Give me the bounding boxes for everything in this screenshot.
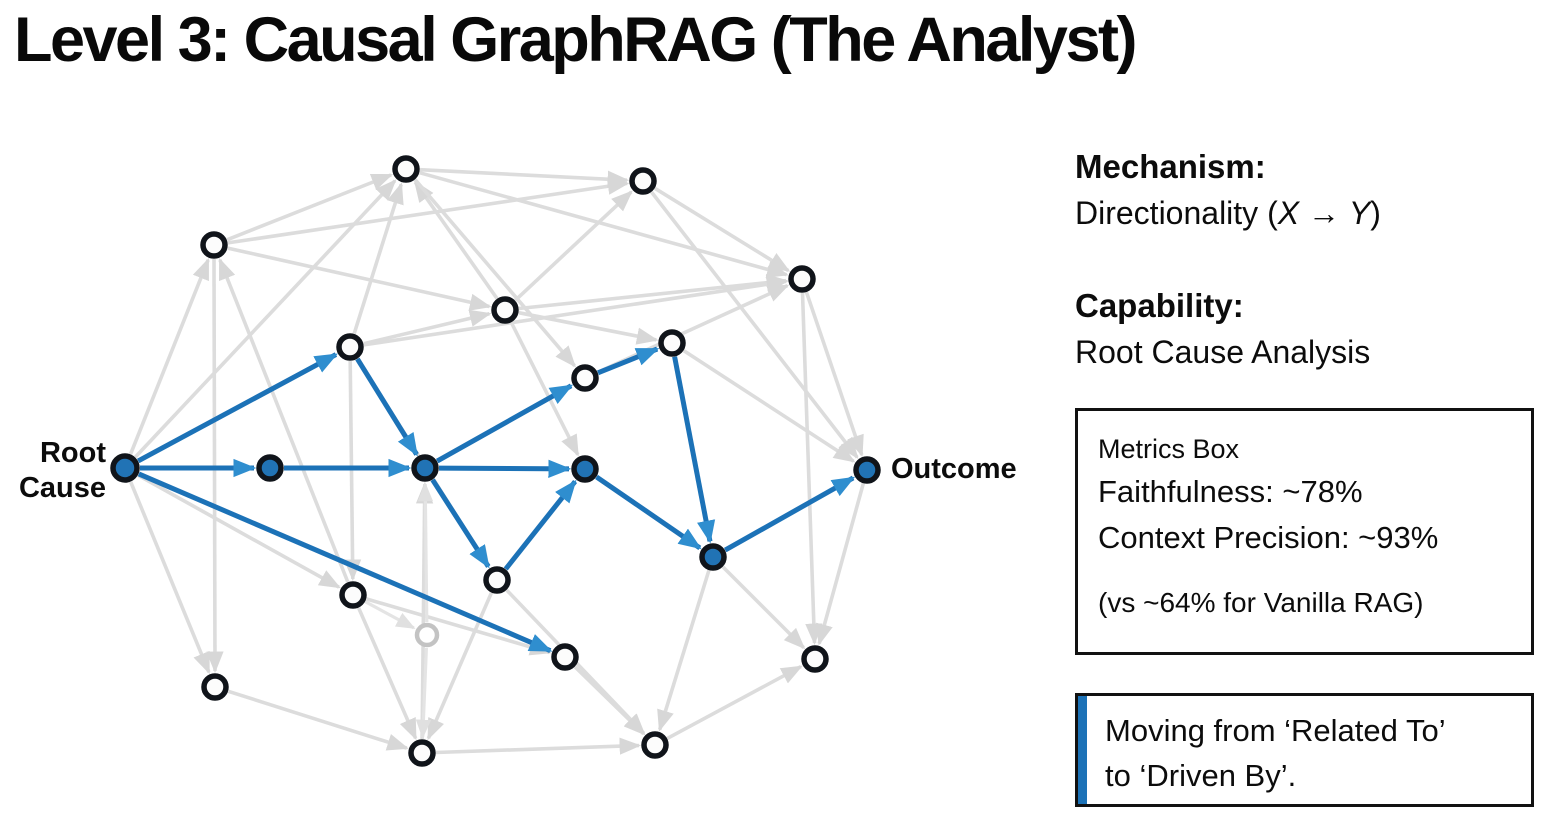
causal-path-edge — [137, 471, 553, 653]
graph-node-m — [414, 622, 440, 648]
causal-path-edge — [430, 478, 491, 569]
graph-node-f — [336, 333, 364, 361]
capability-body: Root Cause Analysis — [1075, 334, 1371, 370]
graph-edge — [413, 178, 577, 368]
graph-edge — [650, 190, 859, 460]
graph-edge — [413, 180, 499, 300]
graph-edge — [363, 309, 492, 346]
graph-edge — [435, 737, 642, 755]
graph-edge — [352, 182, 404, 335]
quote-text-line2: to ‘Driven By’. — [1105, 758, 1297, 793]
metrics-box: Metrics Box Faithfulness: ~78% Context P… — [1075, 408, 1534, 655]
graph-node-s2 — [411, 454, 439, 482]
causal-path-edge — [672, 356, 716, 544]
graph-edge — [137, 473, 341, 589]
graph-edge — [415, 647, 432, 739]
metric-context-precision: Context Precision: ~93% — [1098, 520, 1439, 555]
graph-node-c — [200, 231, 228, 259]
graph-edge — [666, 665, 803, 740]
graph-node-s3 — [571, 455, 599, 483]
graph-node-o — [641, 731, 669, 759]
mechanism-body-suffix: ) — [1370, 195, 1381, 231]
root-cause-label-line2: Cause — [18, 472, 106, 504]
metrics-box-title: Metrics Box — [1098, 434, 1240, 464]
mechanism-section: Mechanism: Directionality (X → Y) — [1075, 144, 1535, 236]
graph-node-s1 — [256, 454, 284, 482]
graph-node-s4 — [699, 543, 727, 571]
quote-text-line1: Moving from ‘Related To’ — [1105, 713, 1446, 748]
graph-edge — [426, 592, 494, 741]
graph-node-j — [339, 581, 367, 609]
graph-edge — [356, 607, 418, 741]
root-cause-label-line1: Root — [39, 437, 106, 469]
causal-path-edge — [595, 474, 702, 550]
graph-node-root — [110, 453, 140, 483]
outcome-label: Outcome — [891, 453, 1017, 485]
graph-node-g — [571, 364, 599, 392]
graph-edge — [518, 310, 659, 345]
graph-edge — [133, 179, 397, 459]
mechanism-arrow: → — [1299, 195, 1349, 231]
page-title: Level 3: Causal GraphRAG (The Analyst) — [14, 5, 1137, 75]
graph-edge — [518, 274, 789, 311]
graph-edge — [419, 170, 789, 278]
graph-edge — [657, 569, 711, 732]
causal-graph-diagram — [110, 155, 881, 767]
metrics-comparison-note: (vs ~64% for Vanilla RAG) — [1098, 587, 1424, 618]
graph-edge — [509, 321, 580, 457]
graph-node-a — [392, 155, 420, 183]
mechanism-body: Directionality (X → Y) — [1075, 190, 1535, 236]
graph-edge — [816, 483, 866, 646]
causal-path-edge — [355, 357, 419, 457]
graph-edge — [419, 167, 630, 188]
graph-edge — [682, 349, 856, 463]
graph-edge — [804, 291, 864, 457]
graph-edge — [128, 257, 210, 455]
causal-path-edge — [435, 383, 574, 464]
graph-node-d — [788, 265, 816, 293]
causal-path-edge — [438, 459, 572, 478]
graph-edge — [721, 565, 806, 650]
graph-edge — [206, 258, 224, 674]
quote-accent-bar — [1078, 696, 1087, 804]
metric-faithfulness: Faithfulness: ~78% — [1098, 474, 1363, 509]
graph-edge — [227, 177, 630, 245]
causal-path-edge — [597, 346, 660, 376]
capability-section: Capability: Root Cause Analysis — [1075, 283, 1535, 375]
root-cause-label: Root Cause — [14, 436, 106, 506]
graph-edge — [363, 275, 789, 347]
graph-edge — [364, 600, 416, 630]
mechanism-body-prefix: Directionality ( — [1075, 195, 1278, 231]
graph-edge — [227, 689, 409, 751]
graph-edge — [800, 292, 823, 646]
graph-node-p — [801, 645, 829, 673]
mechanism-var-x: X — [1277, 195, 1300, 231]
graph-edge — [365, 597, 552, 656]
mechanism-heading: Mechanism: — [1075, 148, 1266, 185]
causal-path-edge — [503, 479, 578, 571]
graph-node-k — [201, 673, 229, 701]
graph-edge — [129, 481, 211, 675]
graph-edge — [417, 482, 434, 623]
causal-path-edge — [723, 475, 856, 553]
graph-node-l — [551, 643, 579, 671]
graph-node-i — [483, 566, 511, 594]
capability-heading: Capability: — [1075, 287, 1244, 324]
graph-edge — [218, 257, 350, 583]
quote-text: Moving from ‘Related To’ to ‘Driven By’. — [1105, 708, 1523, 798]
graph-edge — [653, 186, 791, 273]
graph-node-h — [658, 329, 686, 357]
graph-edge — [227, 246, 492, 311]
graph-edge — [513, 190, 633, 302]
graph-node-outcome — [853, 456, 881, 484]
graph-edge — [226, 173, 394, 242]
mechanism-var-y: Y — [1348, 195, 1371, 231]
quote-box: Moving from ‘Related To’ to ‘Driven By’. — [1075, 693, 1534, 807]
causal-path-edge — [137, 352, 338, 464]
graph-node-b — [629, 167, 657, 195]
graph-node-n — [408, 739, 436, 767]
graph-node-e — [491, 296, 519, 324]
